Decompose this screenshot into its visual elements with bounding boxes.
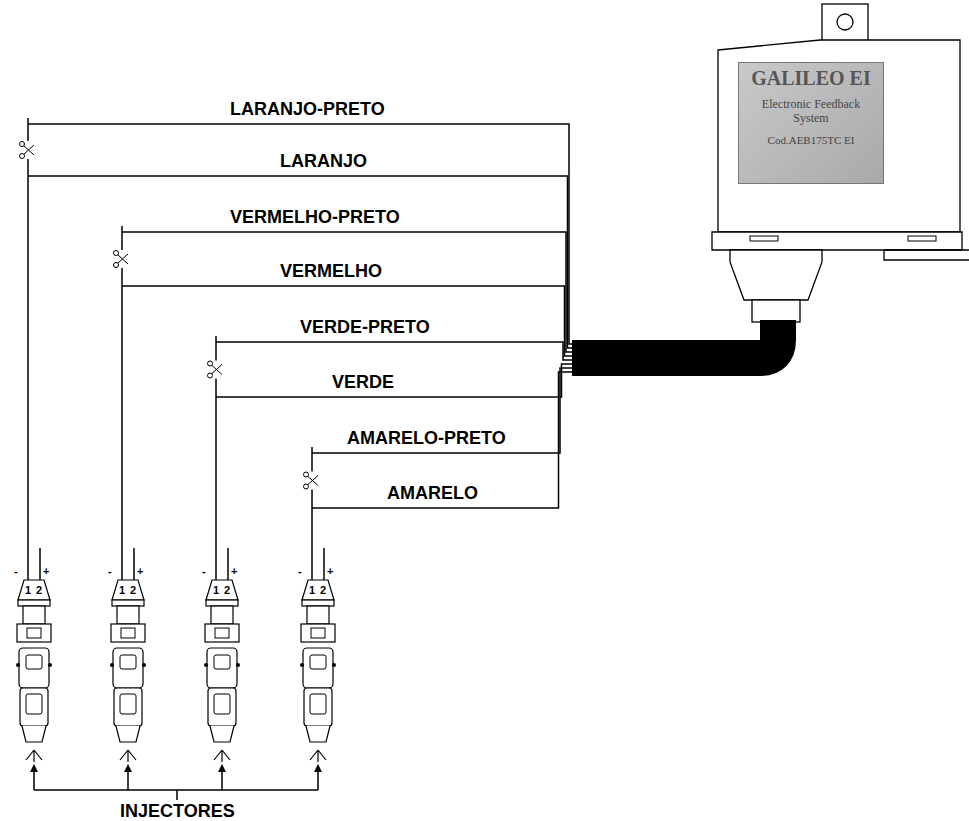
wire-color-label: LARANJO-PRETO [228,100,387,118]
injectors-label: INJECTORES [118,802,237,820]
wire [311,447,313,472]
ecu-text: Cod.AEB175TC EI [745,134,877,147]
wire [215,336,217,361]
ecu-text: Electronic Feedback System [745,98,877,126]
wire [216,342,576,360]
wire [28,124,576,344]
pin-label: 2 [36,585,42,596]
wire-color-label: VERMELHO [278,262,384,280]
wire [215,379,217,581]
pin-label: - [298,566,302,577]
ecu-label: GALILEO EI Electronic Feedback SystemCod.… [738,62,884,184]
wire [312,372,576,508]
wire [133,548,135,580]
wire [311,490,313,581]
pin-label: - [14,566,18,577]
pin-label: - [202,566,206,577]
wire-color-label: AMARELO-PRETO [345,429,508,447]
wire [227,548,229,580]
cut-symbol [114,251,129,268]
pin-label: - [108,566,112,577]
wire [28,176,576,348]
pin-label: 2 [130,585,136,596]
pin-label: 2 [224,585,230,596]
wire-color-label: VERMELHO-PRETO [228,208,402,226]
cut-symbol [304,472,319,489]
pin-label: 1 [25,585,31,596]
pin-label: + [43,566,49,577]
wire [27,159,29,580]
pin-label: 1 [119,585,125,596]
brand-name: GALILEO EI [745,67,877,90]
wire-color-label: AMARELO [385,484,480,502]
wire [39,548,41,580]
wire [122,232,576,352]
pin-label: + [231,566,237,577]
wire [323,548,325,580]
wire [216,364,576,397]
wire [121,268,123,580]
wire-color-label: VERDE [330,373,396,391]
pin-label: 1 [309,585,315,596]
cut-symbol [20,142,35,159]
wire [122,286,576,356]
pin-label: 1 [213,585,219,596]
wire [121,226,123,250]
pin-label: + [137,566,143,577]
pin-label: + [327,566,333,577]
wire-color-label: VERDE-PRETO [298,318,432,336]
cut-symbol [208,361,223,378]
wire-color-label: LARANJO [278,152,369,170]
wire [312,368,576,453]
wire [27,118,29,141]
pin-label: 2 [320,585,326,596]
